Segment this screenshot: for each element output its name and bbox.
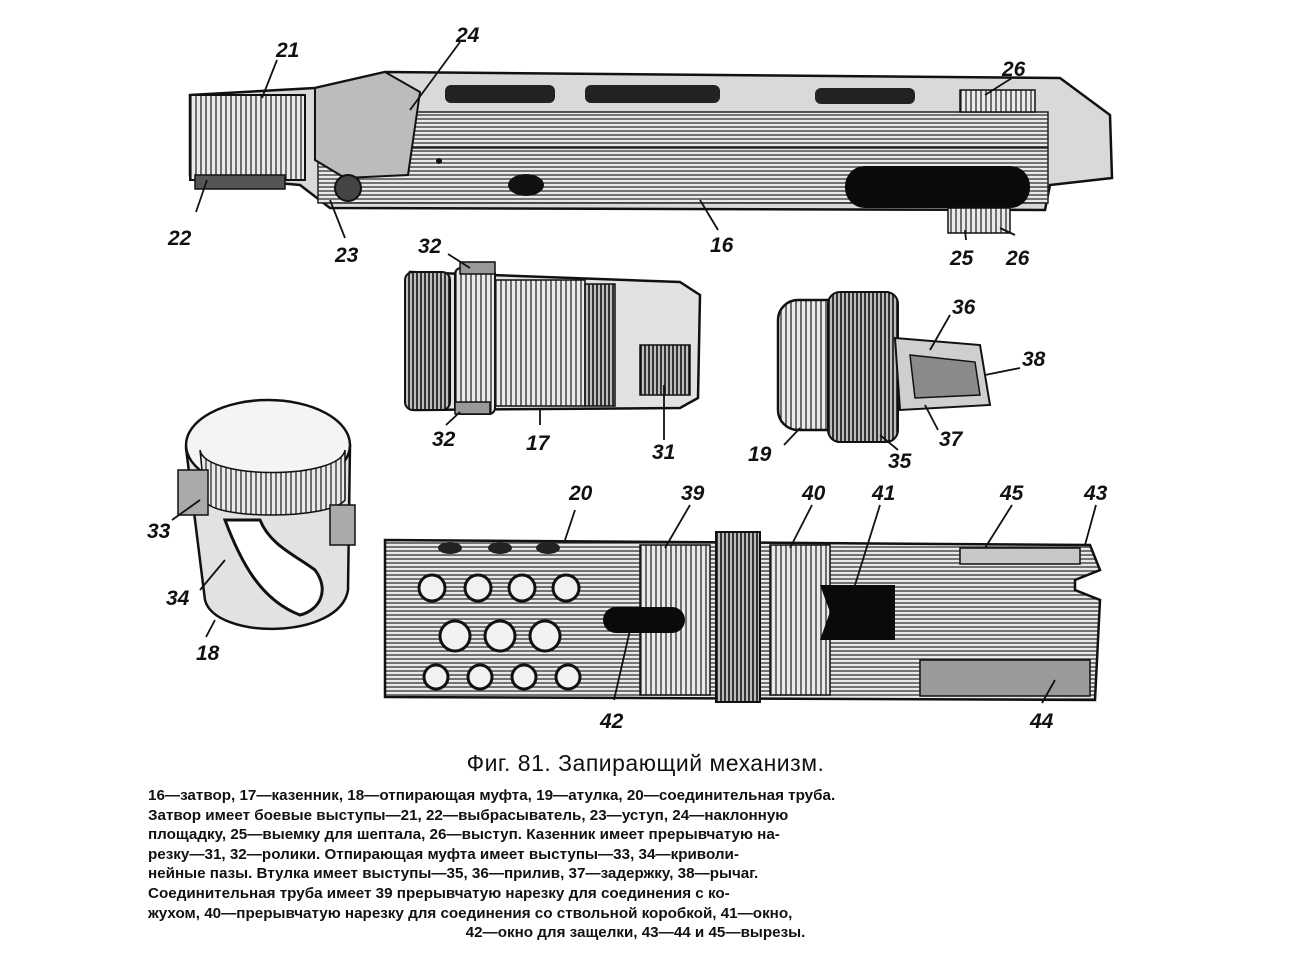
mechanism-illustration: 21 24 26 22 23 16 25 26 32 32 17 31 36 3… (147, 24, 1114, 733)
bolt-part (188, 70, 1114, 234)
label-41: 41 (871, 482, 895, 505)
breech-part (404, 261, 702, 415)
label-22: 22 (167, 227, 192, 250)
label-25: 25 (949, 247, 974, 270)
legend-line: площадку, 25—выемку для шептала, 26—выст… (148, 826, 780, 844)
label-43: 43 (1083, 482, 1108, 505)
label-21: 21 (275, 39, 299, 62)
leader-lines (171, 41, 1097, 704)
label-34: 34 (166, 587, 190, 610)
sleeve-part (776, 291, 992, 443)
label-16: 16 (710, 234, 734, 257)
label-36: 36 (952, 296, 976, 319)
legend-line: Соединительная труба имеет 39 прерывчату… (148, 884, 730, 902)
legend-line: жухом, 40—прерывчатую нарезку для соедин… (148, 904, 793, 922)
label-40: 40 (801, 482, 826, 505)
label-20: 20 (568, 482, 593, 505)
label-31: 31 (652, 441, 675, 464)
legend-line: нейные пазы. Втулка имеет выступы—35, 36… (148, 865, 759, 883)
label-35: 35 (888, 450, 912, 473)
label-37: 37 (939, 428, 964, 451)
label-45: 45 (999, 482, 1024, 505)
label-39: 39 (681, 482, 705, 505)
label-44: 44 (1029, 710, 1054, 733)
figure-legend: 16—затвор, 17—казенник, 18—отпирающая му… (148, 786, 1123, 943)
label-17: 17 (526, 432, 551, 455)
legend-line: 16—затвор, 17—казенник, 18—отпирающая му… (148, 787, 836, 804)
part-labels: 21 24 26 22 23 16 25 26 32 32 17 31 36 3… (147, 24, 1108, 733)
label-38: 38 (1022, 348, 1046, 371)
label-19: 19 (748, 443, 772, 466)
label-33: 33 (147, 520, 171, 543)
label-32-top: 32 (418, 235, 442, 258)
label-26-bottom: 26 (1005, 247, 1030, 270)
label-42: 42 (599, 710, 624, 733)
connecting-tube-part (383, 531, 1102, 703)
legend-line: 42—окно для защелки, 43—44 и 45—вырезы. (465, 924, 806, 942)
label-18: 18 (196, 642, 220, 665)
figure-caption: Фиг. 81. Запирающий механизм. (466, 750, 825, 776)
label-26-top: 26 (1001, 58, 1026, 81)
label-24: 24 (455, 24, 480, 47)
label-32-bottom: 32 (432, 428, 456, 451)
legend-line: резку—31, 32—ролики. Отпирающая муфта им… (148, 845, 739, 863)
label-23: 23 (334, 244, 359, 267)
coupling-part (177, 398, 356, 631)
legend-line: Затвор имеет боевые выступы—21, 22—выбра… (148, 806, 789, 824)
